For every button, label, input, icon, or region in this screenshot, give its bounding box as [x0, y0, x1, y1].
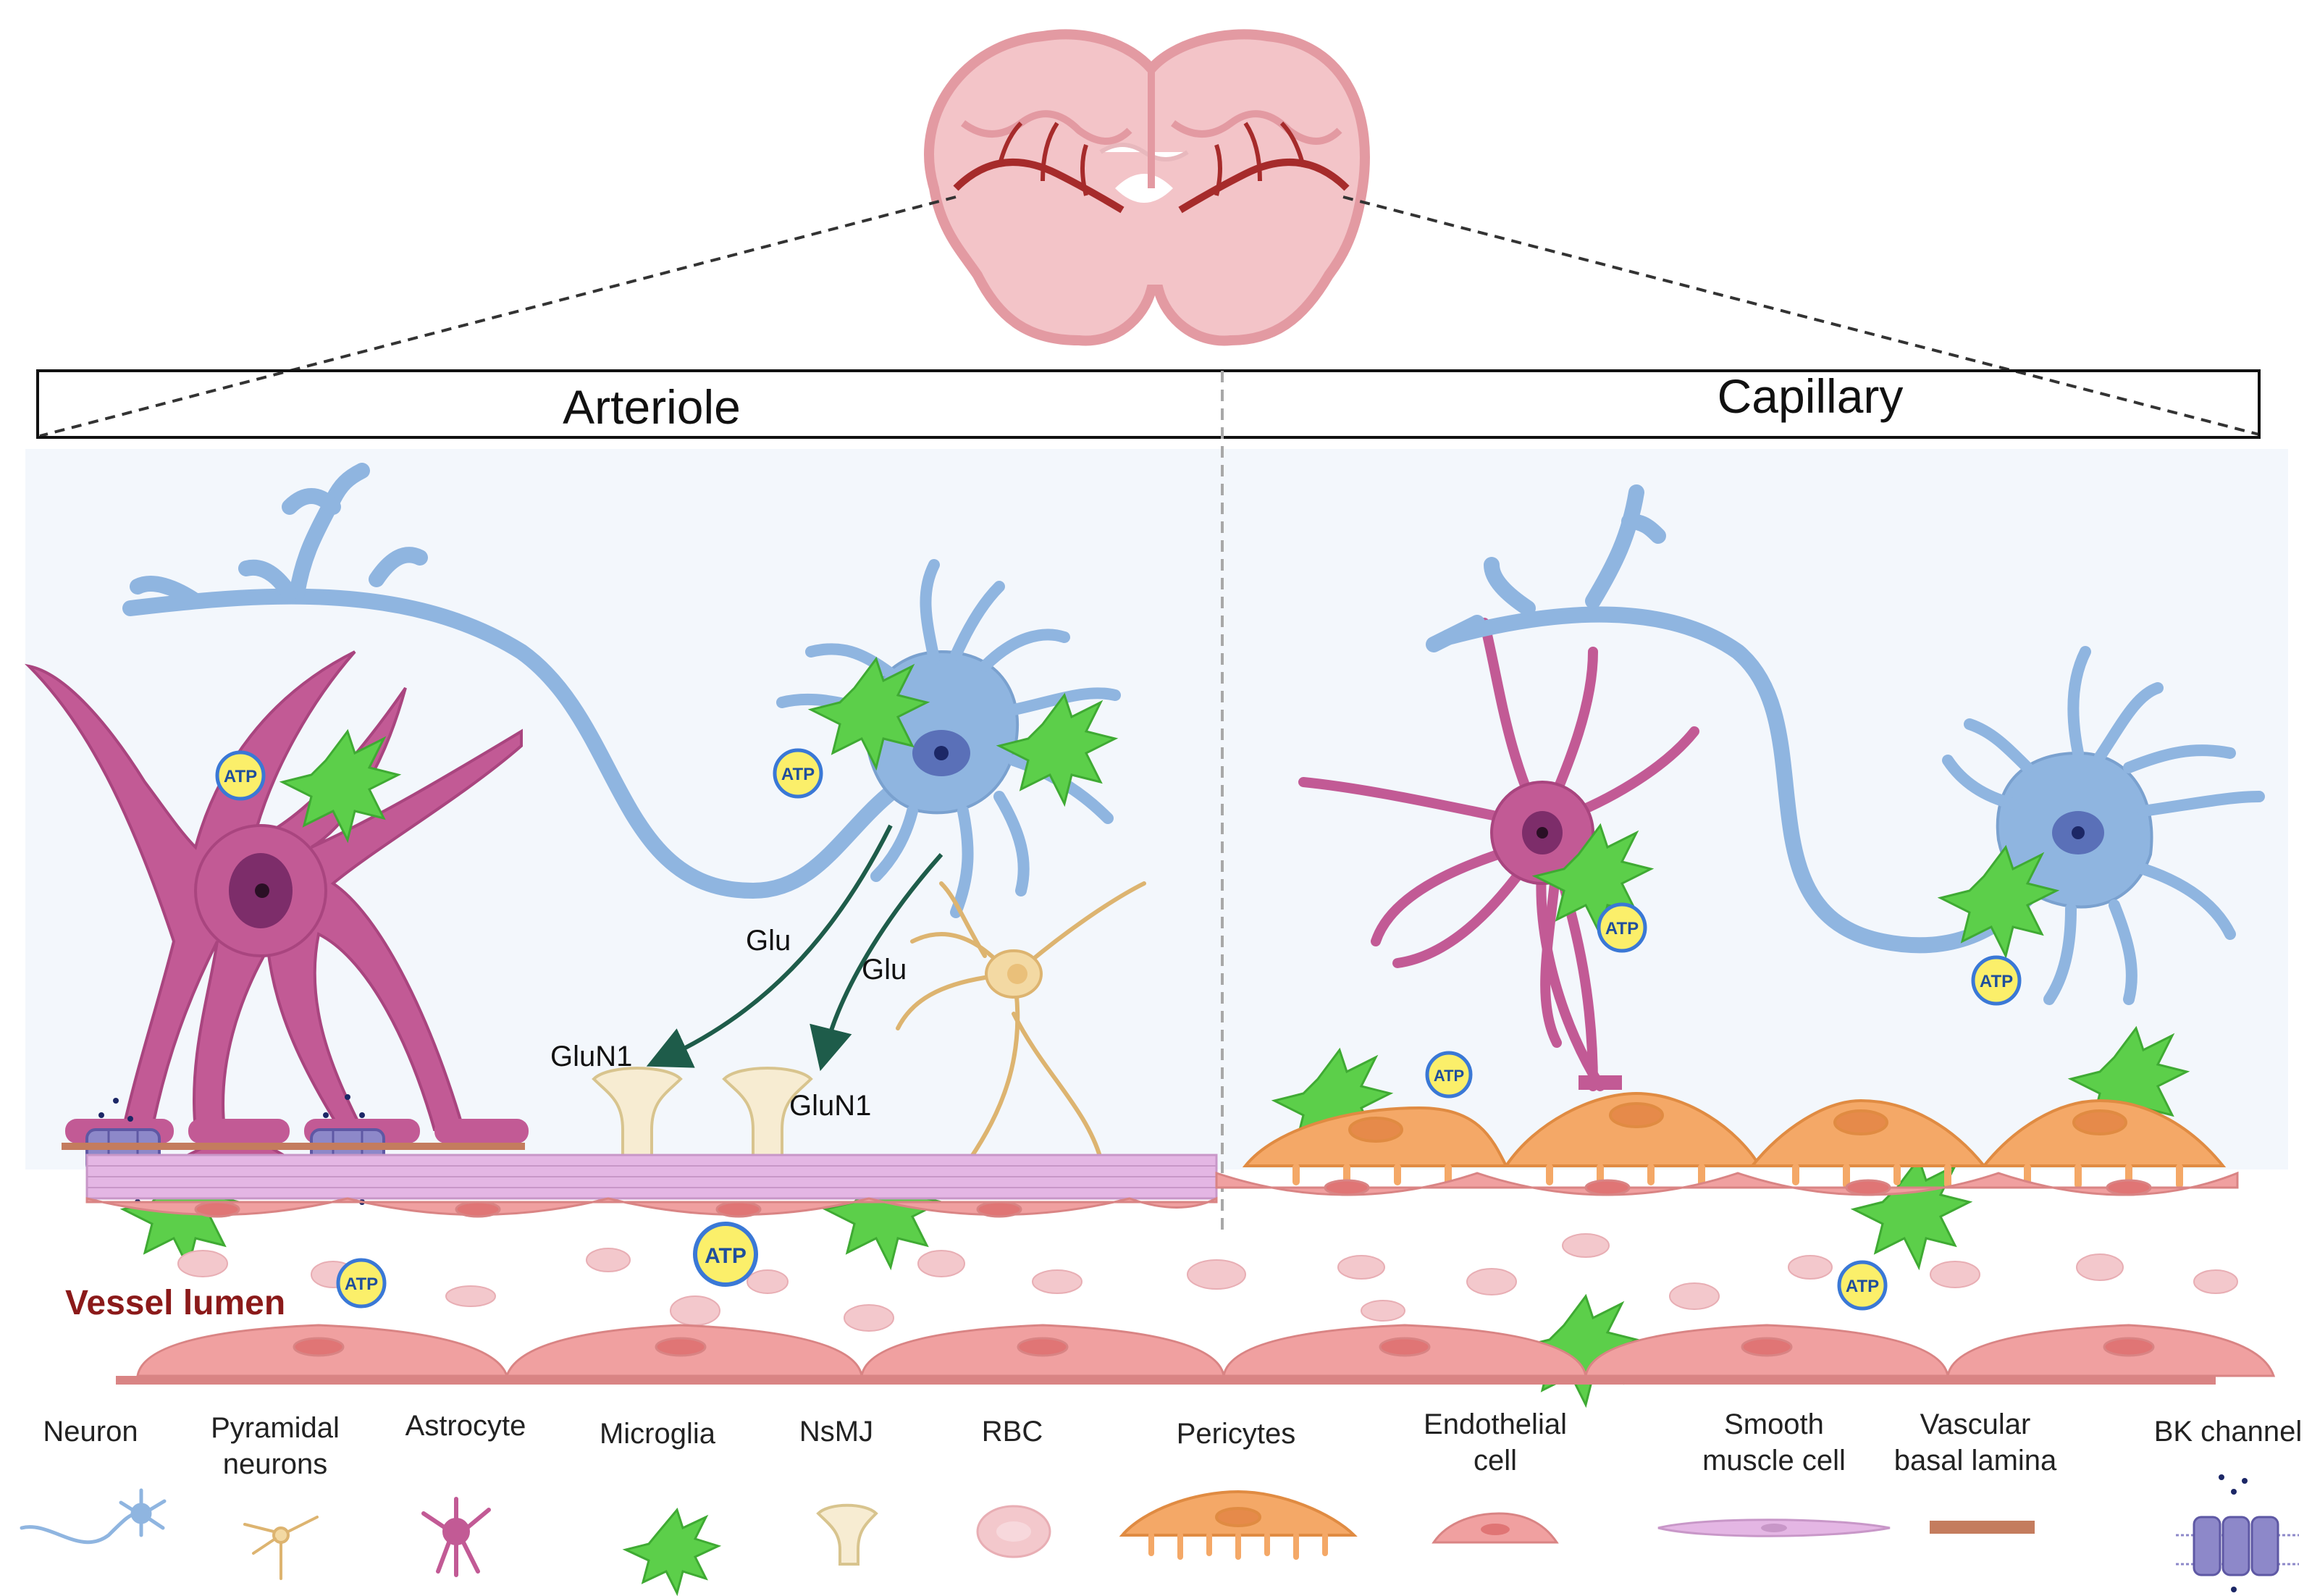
svg-text:ATP: ATP	[1434, 1067, 1464, 1085]
vessel-lumen-label: Vessel lumen	[65, 1284, 285, 1322]
neuron-right	[1426, 484, 2035, 954]
legend-neuron-icon	[20, 1488, 167, 1545]
legend-smooth-muscle-icon	[1657, 1519, 1891, 1537]
arteriole-title: Arteriole	[563, 380, 741, 434]
svg-text:ATP: ATP	[781, 765, 815, 784]
legend-label-pyramidal-2: neurons	[223, 1448, 328, 1480]
pyramidal-neuron	[896, 881, 1146, 1161]
glun1-label-2: GluN1	[789, 1090, 871, 1122]
microglia-left-1	[279, 728, 402, 844]
nsmj-receptor-1	[592, 1067, 683, 1160]
microglia-right-2	[1937, 844, 2060, 959]
legend-label-rbc: RBC	[982, 1416, 1043, 1448]
astrocyte-right	[1298, 618, 1699, 1091]
glu-arrow-1	[646, 824, 893, 1068]
legend: Neuron Pyramidal neurons Astrocyte Micro…	[20, 1408, 2303, 1596]
legend-label-pyramidal-1: Pyramidal	[211, 1412, 340, 1444]
brain-icon	[924, 29, 1370, 346]
legend-label-endothelial-2: cell	[1474, 1445, 1517, 1477]
pericyte-processes	[1292, 1164, 2183, 1188]
neuron-left	[122, 463, 942, 899]
glu-arrow-2	[810, 853, 943, 1072]
svg-text:ATP: ATP	[705, 1244, 747, 1268]
legend-label-nsmj: NsMJ	[799, 1416, 873, 1448]
legend-astrocyte-icon	[421, 1497, 491, 1577]
legend-endothelial-icon	[1432, 1512, 1559, 1544]
atp-badge-6: ATP	[693, 1222, 758, 1287]
legend-microglia-icon	[622, 1507, 722, 1596]
atp-badge-4: ATP	[1971, 955, 2022, 1006]
svg-text:ATP: ATP	[1846, 1277, 1879, 1296]
endothelial-layer-top-right	[1215, 1171, 2239, 1196]
glun1-label-1: GluN1	[550, 1041, 632, 1072]
rbc-group	[177, 1233, 2238, 1332]
microglia-right-5	[1850, 1156, 1973, 1271]
smooth-muscle-layer	[85, 1154, 1218, 1200]
atp-badge-2: ATP	[773, 748, 823, 799]
nsmj-receptor-2	[722, 1067, 813, 1160]
svg-text:ATP: ATP	[224, 767, 257, 786]
svg-text:ATP: ATP	[1980, 972, 2013, 991]
svg-text:ATP: ATP	[345, 1274, 378, 1294]
legend-label-pericytes: Pericytes	[1177, 1418, 1296, 1450]
astrocyte-right-endfoot	[1579, 1075, 1622, 1090]
endothelial-layer-bottom	[136, 1324, 2276, 1379]
atp-badge-5: ATP	[1425, 1051, 1473, 1099]
glu-label-1: Glu	[746, 925, 791, 957]
projection-line-right	[1342, 196, 2260, 436]
pericyte-4	[1980, 1099, 2227, 1167]
glu-label-2: Glu	[862, 954, 907, 986]
neuron-right-dendrites	[1942, 646, 2265, 1005]
pericyte-2	[1503, 1091, 1762, 1167]
legend-label-lamina-1: Vascular	[1920, 1408, 2031, 1440]
capillary-title: Capillary	[1718, 369, 1904, 423]
legend-label-neuron: Neuron	[43, 1416, 138, 1448]
legend-pyramidal-icon	[243, 1516, 319, 1580]
atp-badge-3: ATP	[1597, 902, 1647, 953]
legend-label-astrocyte: Astrocyte	[405, 1410, 526, 1442]
legend-rbc-icon	[976, 1505, 1051, 1558]
legend-label-endothelial-1: Endothelial	[1424, 1408, 1567, 1440]
legend-label-smooth-1: Smooth	[1724, 1408, 1824, 1440]
endothelial-layer-top-left	[85, 1196, 1218, 1218]
pericyte-1	[1242, 1106, 1509, 1167]
legend-pericyte-icon	[1119, 1490, 1358, 1560]
atp-badge-1: ATP	[215, 750, 266, 801]
atp-badge-8: ATP	[1837, 1260, 1888, 1311]
basal-lamina-bottom	[116, 1376, 2216, 1385]
legend-label-microglia: Microglia	[600, 1418, 716, 1450]
pericyte-3	[1749, 1099, 1988, 1167]
svg-text:ATP: ATP	[1605, 919, 1639, 938]
title-box	[36, 369, 2261, 439]
basal-lamina-left	[62, 1143, 525, 1150]
legend-basal-lamina-icon	[1930, 1521, 2035, 1534]
legend-bk-channel-icon	[2176, 1474, 2299, 1592]
microglia-left-2	[807, 656, 930, 771]
legend-label-bk: BK channel	[2154, 1416, 2303, 1448]
microglia-left-3	[996, 692, 1119, 807]
atp-badge-7: ATP	[336, 1258, 387, 1309]
legend-label-smooth-2: muscle cell	[1702, 1445, 1846, 1477]
projection-line-left	[39, 196, 957, 437]
legend-label-lamina-2: basal lamina	[1894, 1445, 2057, 1477]
legend-nsmj-icon	[816, 1503, 878, 1566]
